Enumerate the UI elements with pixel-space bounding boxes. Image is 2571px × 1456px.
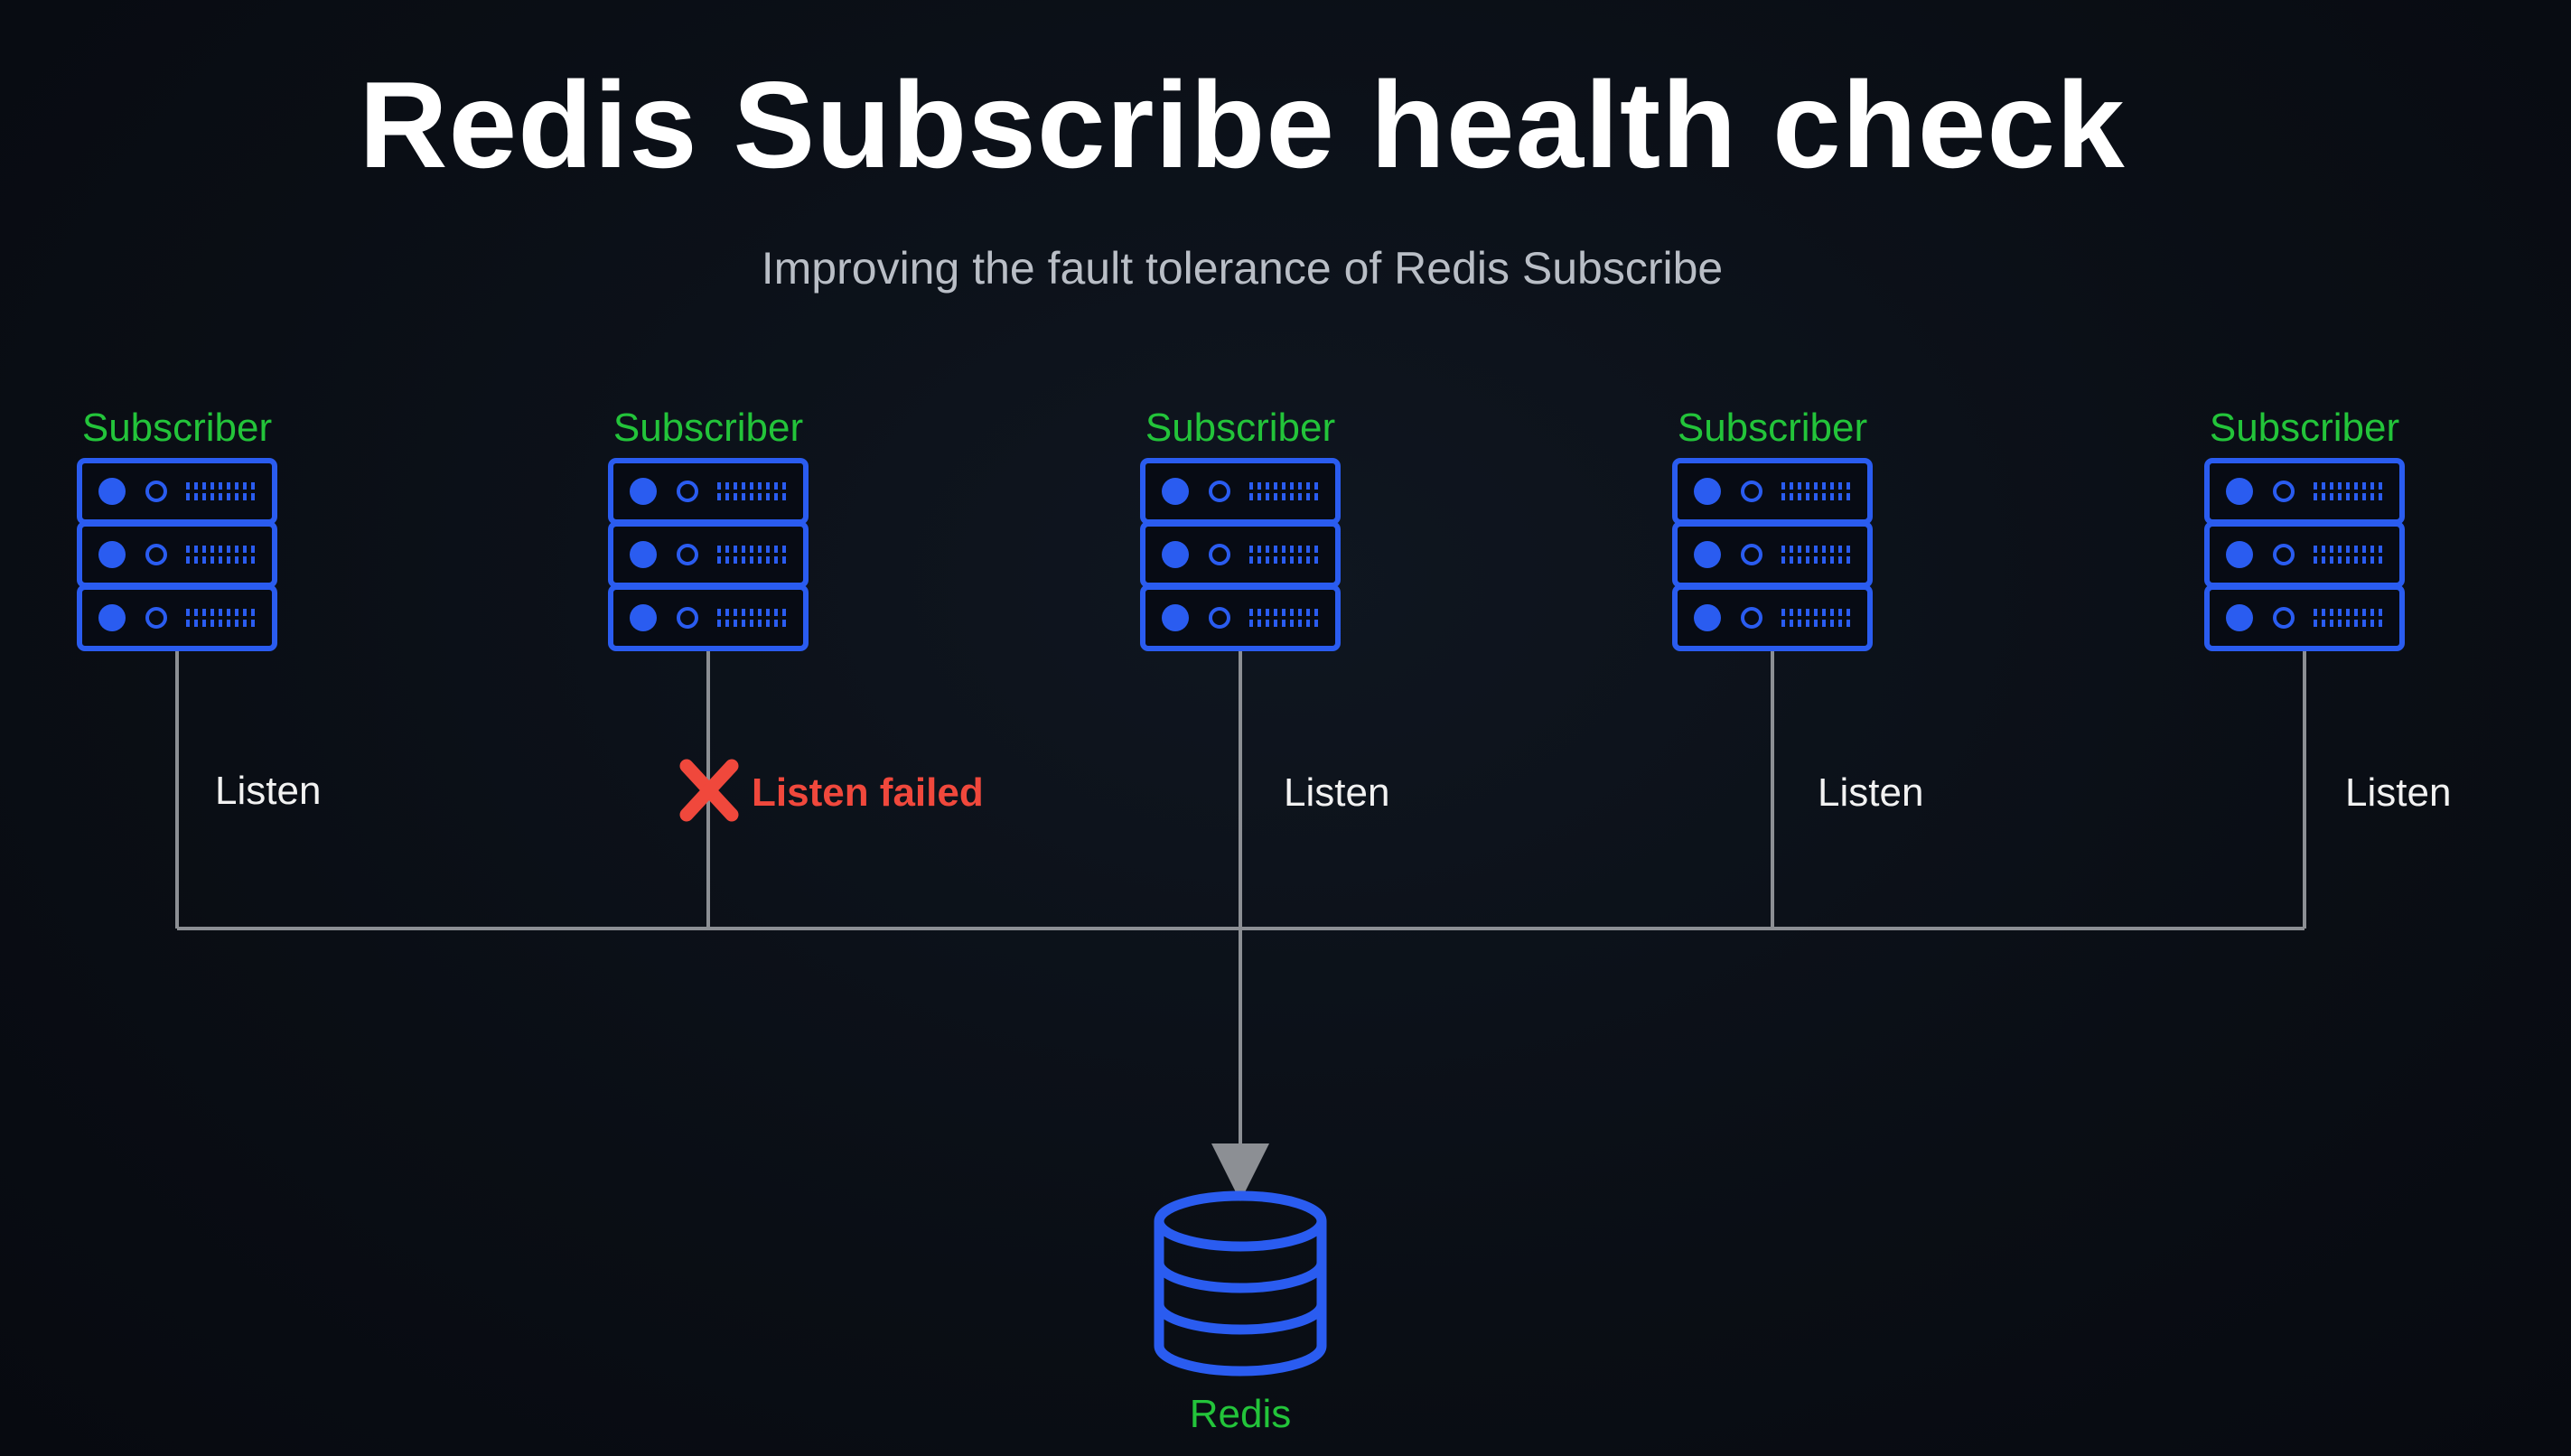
slide-subtitle: Improving the fault tolerance of Redis S… [761,243,1724,294]
database-icon [1154,1190,1327,1377]
server-rack-icon [2204,458,2405,651]
listen-label-1: Listen [215,769,322,813]
listen-label-3: Listen [1284,770,1390,815]
subscriber-label-1: Subscriber [81,406,273,450]
subscriber-label-4: Subscriber [1677,406,1868,450]
server-rack-icon [608,458,809,651]
server-rack-icon [1672,458,1873,651]
listen-label-4: Listen [1818,770,1924,815]
subscriber-label-5: Subscriber [2209,406,2400,450]
subscriber-label-2: Subscriber [612,406,804,450]
slide-title: Redis Subscribe health check [359,56,2126,193]
server-rack-icon [1140,458,1341,651]
listen-label-5: Listen [2345,770,2452,815]
connector-lines [175,650,2306,1201]
subscriber-label-3: Subscriber [1145,406,1336,450]
x-mark-icon [679,759,739,822]
listen-failed-label: Listen failed [752,770,984,815]
server-rack-icon [77,458,277,651]
redis-label: Redis [1189,1392,1292,1436]
